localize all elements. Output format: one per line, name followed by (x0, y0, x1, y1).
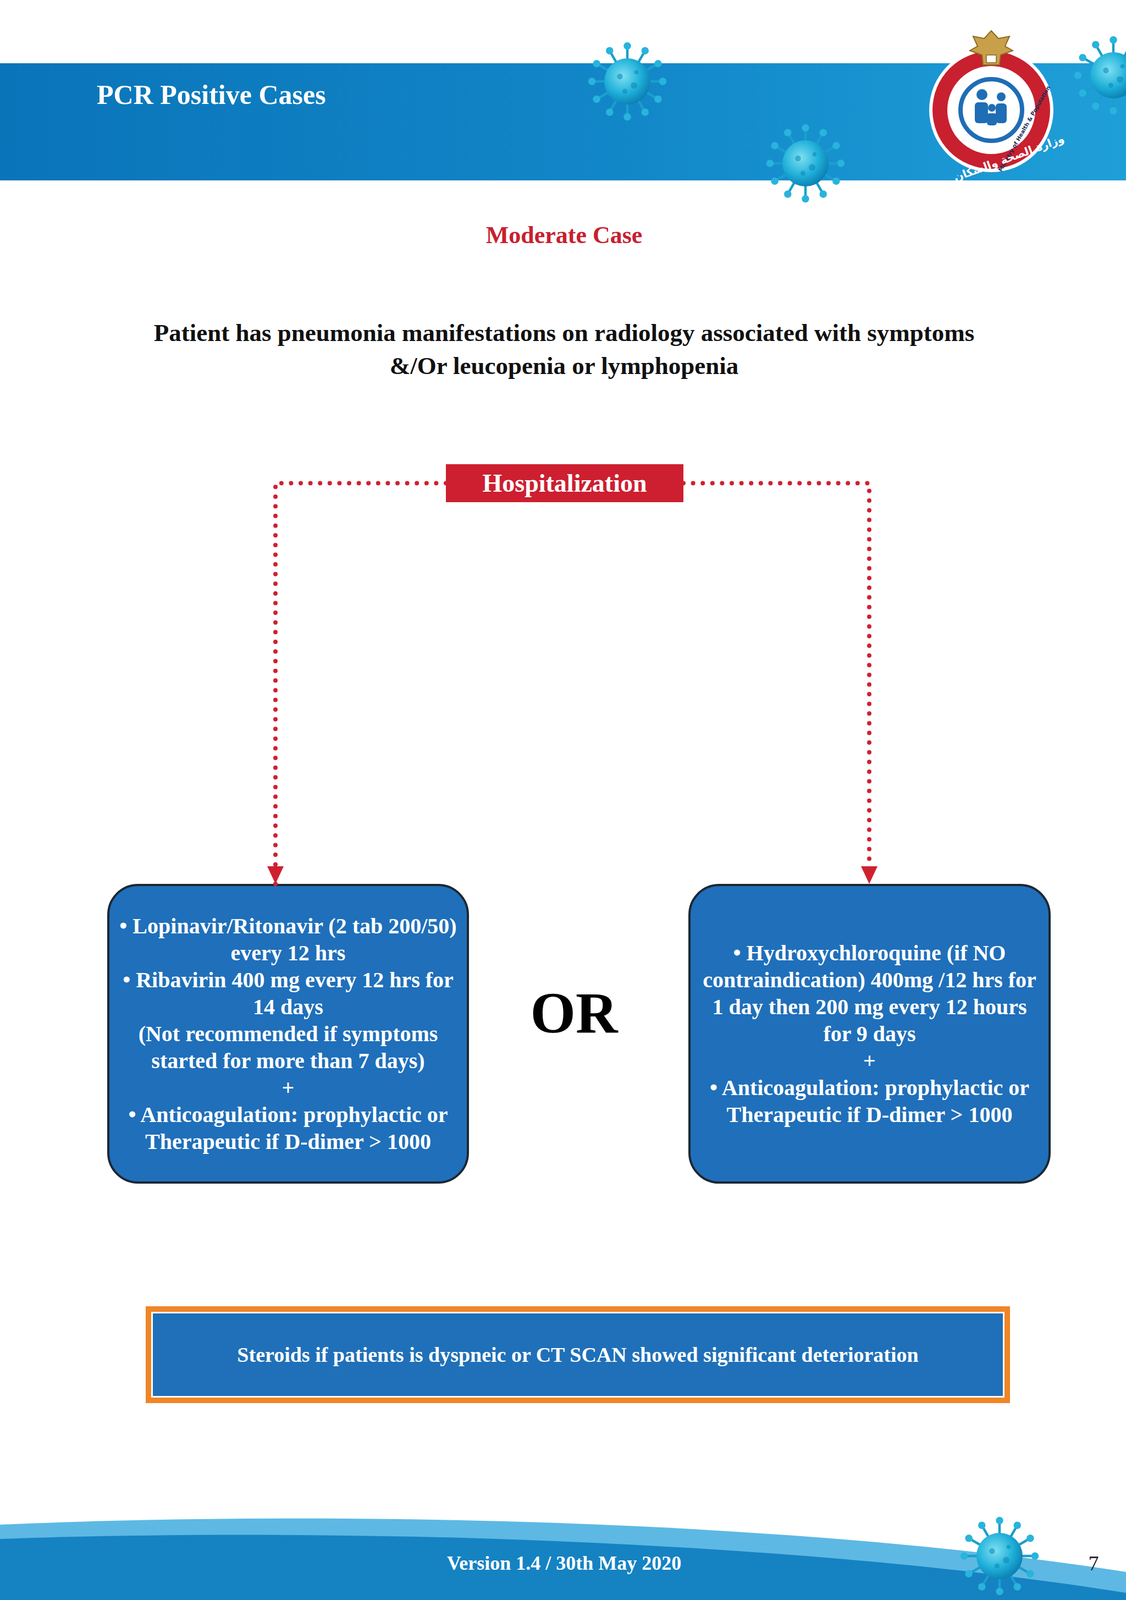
node-text: Steroids if patients is dyspneic or CT S… (162, 1340, 994, 1368)
case-description: Patient has pneumonia manifestations on … (140, 316, 988, 383)
node-text: + (698, 1046, 1041, 1074)
version-label: Version 1.4 / 30th May 2020 (446, 1550, 682, 1575)
hospitalization-box: Hospitalization (445, 464, 684, 502)
node-text: Hospitalization (445, 467, 684, 499)
logo-blue-ring (960, 79, 1023, 141)
logo-eagle (969, 30, 1013, 65)
treatment-box: • Lopinavir/Ritonavir (2 tab 200/50) eve… (107, 883, 469, 1184)
node-text: (Not recommended if symptoms started for… (117, 1019, 460, 1074)
node-text: • Hydroxychloroquine (if NO contraindica… (698, 939, 1041, 1047)
dotted-arrow (275, 483, 446, 885)
dotted-arrow (683, 483, 870, 885)
virus-icon (960, 1516, 1040, 1595)
virus-icon (588, 42, 667, 121)
node-text: • Ribavirin 400 mg every 12 hrs for 14 d… (117, 966, 460, 1020)
node-text: PCR Positive Cases (96, 78, 327, 112)
steroids-box: Steroids if patients is dyspneic or CT S… (145, 1305, 1010, 1403)
node-text: • Anticoagulation: prophylactic or Thera… (698, 1073, 1041, 1128)
header-band: PCR Positive Cases (0, 63, 1126, 181)
footer-wave-light (0, 1518, 1126, 1600)
virus-icon (766, 124, 846, 203)
node-text: • Lopinavir/Ritonavir (2 tab 200/50) eve… (117, 912, 460, 967)
node-text: • Anticoagulation: prophylactic or Thera… (117, 1100, 460, 1155)
virus-icon (1074, 36, 1126, 115)
node-text: + (117, 1073, 460, 1101)
page-number: 7 (1088, 1550, 1100, 1575)
logo-arabic-text: وزارة الصحة والسكان (951, 131, 1066, 184)
logo-family (974, 89, 1007, 126)
footer-wave (0, 1534, 1126, 1600)
eagle-shape (969, 30, 1013, 65)
eagle-shield (986, 54, 997, 63)
logo-white-ring (947, 65, 1036, 154)
case-title: Moderate Case (486, 221, 643, 250)
or-label: OR (530, 979, 618, 1047)
treatment-box: • Hydroxychloroquine (if NO contraindica… (688, 883, 1051, 1184)
